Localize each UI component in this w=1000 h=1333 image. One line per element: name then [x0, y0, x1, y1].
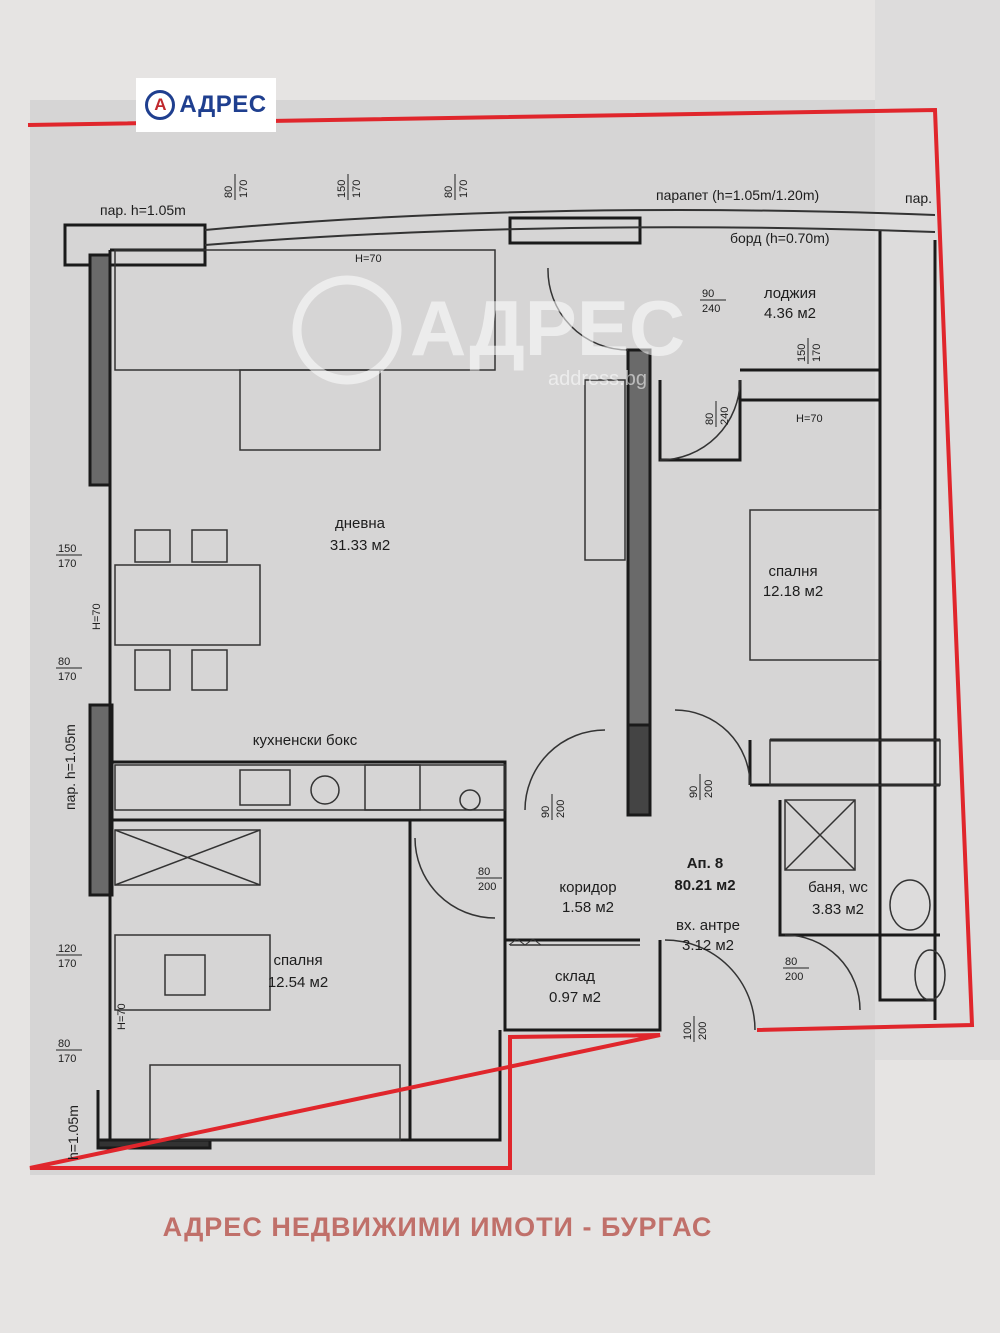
note-parapet: h=1.05m	[65, 1105, 81, 1160]
room-area: 3.12 м2	[682, 937, 734, 954]
room-area: 3.83 м2	[812, 901, 864, 918]
room-name: дневна	[335, 515, 386, 532]
dimension-height: 170	[58, 558, 76, 570]
room-name: баня, wc	[808, 879, 868, 896]
room-name: лоджия	[764, 285, 816, 302]
dimension-width: 80	[478, 866, 490, 878]
dimension-height: 170	[58, 671, 76, 683]
sill-label: H=70	[355, 253, 382, 265]
dimension-width: 150	[796, 344, 808, 362]
logo-mark-icon: A	[145, 90, 176, 120]
dimension-height: 170	[58, 958, 76, 970]
dimension-width: 90	[702, 288, 714, 300]
logo-text: АДРЕС	[179, 91, 267, 118]
dimension-width: 80	[443, 186, 455, 198]
dimension-height: 170	[58, 1053, 76, 1065]
watermark-text: АДРЕС	[410, 284, 685, 372]
room-name: склад	[555, 968, 595, 985]
room-area: 12.18 м2	[763, 583, 823, 600]
dimension-width: 90	[540, 806, 552, 818]
dimension-width: 80	[223, 186, 235, 198]
room-area: 31.33 м2	[330, 537, 390, 554]
dimension-height: 170	[458, 180, 470, 198]
dimension-width: 80	[785, 956, 797, 968]
apartment-area: 80.21 м2	[674, 877, 735, 894]
dimension-width: 120	[58, 943, 76, 955]
dimension-height: 200	[697, 1022, 709, 1040]
room-name: спалня	[273, 952, 322, 969]
dimension-height: 240	[719, 407, 731, 425]
dimension-height: 170	[811, 344, 823, 362]
room-area: 0.97 м2	[549, 989, 601, 1006]
dimension-height: 200	[478, 881, 496, 893]
room-name: коридор	[559, 879, 616, 896]
furniture	[114, 249, 946, 1141]
dimension-width: 80	[58, 656, 70, 668]
room-area: 4.36 м2	[764, 305, 816, 322]
dimension-height: 200	[555, 800, 567, 818]
watermark: АДРЕС address.bg	[292, 275, 685, 390]
dimension-width: 150	[58, 543, 76, 555]
watermark-logo-icon	[292, 275, 402, 385]
note-parapet: пар. h=1.05m	[100, 202, 186, 218]
watermark-url: address.bg	[548, 368, 647, 390]
dimension-width: 150	[336, 180, 348, 198]
railing	[204, 209, 936, 246]
dimension-width: 100	[682, 1022, 694, 1040]
room-name: спалня	[768, 563, 817, 580]
dimension-height: 170	[238, 180, 250, 198]
room-name: вх. антре	[676, 917, 740, 934]
sill-label: H=70	[796, 413, 823, 425]
sill-label: H=70	[116, 1003, 128, 1030]
footer-text: АДРЕС НЕДВИЖИМИ ИМОТИ - БУРГАС	[162, 1212, 713, 1242]
room-name: кухненски бокс	[253, 732, 358, 749]
dimension-height: 200	[785, 971, 803, 983]
dimension-width: 90	[688, 786, 700, 798]
note-parapet: пар.	[905, 190, 932, 206]
paper-sheet	[30, 100, 875, 1175]
dimension-width: 80	[704, 413, 716, 425]
apartment-outline	[27, 107, 975, 1170]
note-parapet: пар. h=1.05m	[62, 724, 78, 810]
dimension-height: 170	[351, 180, 363, 198]
room-area: 1.58 м2	[562, 899, 614, 916]
note-bord: борд (h=0.70m)	[730, 230, 830, 246]
room-labels: дневна 31.33 м2 лоджия 4.36 м2 спалня 12…	[253, 285, 869, 1006]
sill-label: H=70	[91, 603, 103, 630]
door-marks	[508, 938, 542, 946]
logo: A АДРЕС	[136, 78, 276, 132]
note-parapet: парапет (h=1.05m/1.20m)	[656, 187, 819, 203]
apartment-name: Ап. 8	[687, 855, 724, 872]
notes: пар. h=1.05m парапет (h=1.05m/1.20m) пар…	[62, 187, 932, 1160]
dimension-height: 200	[703, 780, 715, 798]
dimension-width: 80	[58, 1038, 70, 1050]
room-area: 12.54 м2	[268, 974, 328, 991]
dimension-height: 240	[702, 303, 720, 315]
